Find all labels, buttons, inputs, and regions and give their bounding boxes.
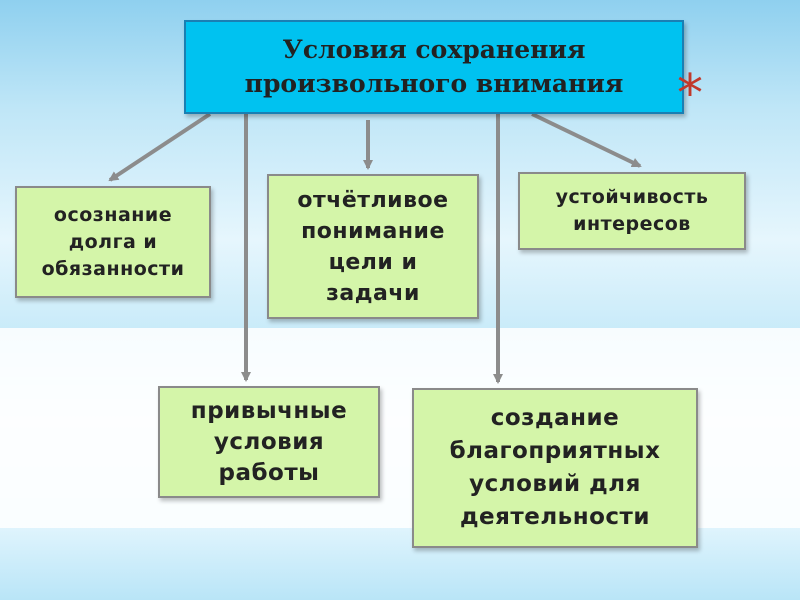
diagram-title-box: Условия сохранения произвольного внимани… — [184, 20, 684, 114]
arrow-to-condition-1 — [108, 112, 212, 182]
condition-box-stable-interests: устойчивость интересов — [518, 172, 746, 250]
condition-box-habitual-conditions: привычные условия работы — [158, 386, 380, 498]
condition-box-clear-goal: отчётливое понимание цели и задачи — [267, 174, 479, 319]
condition-box-favorable-conditions: создание благоприятных условий для деяте… — [412, 388, 698, 548]
condition-box-duty-awareness: осознание долга и обязанности — [15, 186, 211, 298]
asterisk-marker: * — [677, 64, 703, 124]
arrow-to-condition-3 — [531, 112, 642, 168]
